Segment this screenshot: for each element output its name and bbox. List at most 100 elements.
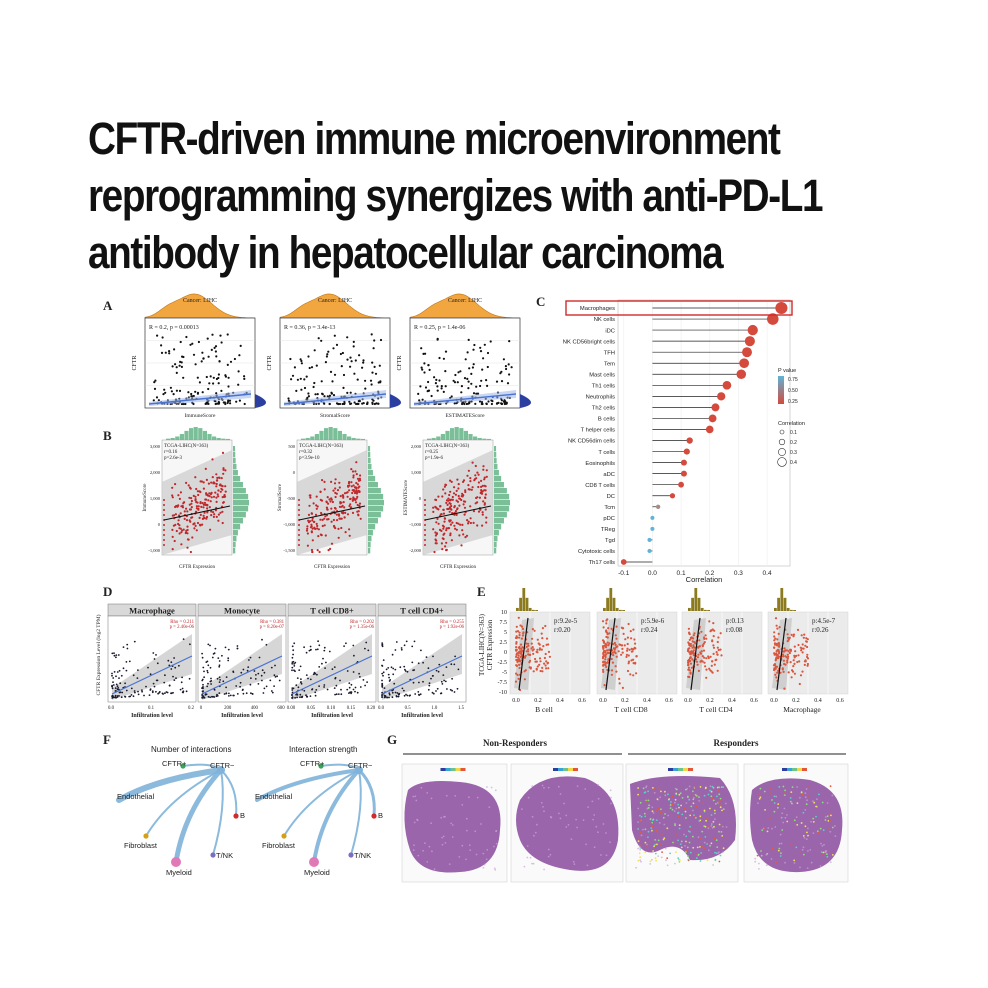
expression-spot bbox=[760, 854, 763, 857]
expression-spot bbox=[777, 803, 780, 805]
scatter-point bbox=[773, 631, 776, 634]
expression-spot bbox=[674, 823, 676, 825]
scatter-point bbox=[190, 506, 193, 509]
expression-spot bbox=[808, 794, 810, 797]
scatter-point bbox=[505, 402, 508, 405]
scatter-point bbox=[519, 655, 522, 659]
tissue-texture bbox=[819, 865, 822, 867]
scatter-point bbox=[356, 495, 359, 498]
lollipop-dot bbox=[647, 537, 652, 543]
expression-spot bbox=[661, 851, 663, 853]
scatter-point bbox=[122, 667, 125, 670]
scatter-point bbox=[215, 496, 218, 499]
facet-title: Macrophage bbox=[129, 606, 175, 616]
tissue-texture bbox=[494, 789, 497, 792]
expression-spot bbox=[692, 798, 695, 801]
rho-annotation: Rho = 0.381 bbox=[260, 620, 284, 625]
scale-swatch bbox=[802, 768, 807, 771]
scatter-point bbox=[171, 528, 174, 532]
expression-spot bbox=[704, 825, 707, 828]
scatter-point bbox=[171, 535, 174, 539]
scatter-point bbox=[774, 637, 777, 640]
scatter-point bbox=[773, 646, 776, 649]
scatter-point bbox=[692, 649, 695, 652]
scatter-point bbox=[381, 679, 383, 682]
scatter-point bbox=[518, 666, 521, 670]
cell-type-label: NK cells bbox=[594, 317, 615, 323]
scatter-point bbox=[440, 680, 443, 683]
expression-spot bbox=[766, 852, 769, 855]
scatter-point bbox=[358, 672, 360, 675]
y-tick-label: 3,000 bbox=[150, 444, 161, 450]
scatter-point bbox=[453, 486, 456, 489]
tissue-texture bbox=[609, 789, 612, 792]
scatter-point bbox=[711, 639, 714, 642]
scatter-point bbox=[796, 628, 800, 632]
tissue-texture bbox=[465, 817, 468, 820]
scatter-point bbox=[351, 511, 355, 514]
histogram-bar bbox=[233, 512, 246, 518]
expression-spot bbox=[789, 797, 792, 799]
scatter-point bbox=[424, 352, 427, 355]
scatter-point bbox=[292, 649, 295, 652]
scatter-point bbox=[201, 351, 204, 354]
scatter-point bbox=[187, 391, 190, 394]
x-tick-label: 0.0 bbox=[770, 698, 778, 704]
scatter-point bbox=[218, 665, 221, 668]
scatter-point bbox=[122, 646, 125, 648]
scatter-point bbox=[455, 499, 458, 502]
scatter-point bbox=[404, 670, 407, 672]
expression-spot bbox=[784, 792, 786, 795]
scatter-point bbox=[353, 401, 356, 404]
scatter-point bbox=[709, 669, 712, 672]
scatter-point bbox=[453, 505, 456, 508]
legend-corr-tick: 0.4 bbox=[790, 460, 797, 466]
expression-spot bbox=[824, 819, 827, 821]
scatter-point bbox=[291, 666, 294, 669]
scatter-point bbox=[469, 505, 472, 508]
scatter-point bbox=[713, 629, 716, 632]
scatter-point bbox=[274, 676, 277, 678]
node-label: B bbox=[378, 811, 383, 820]
tissue-texture bbox=[780, 842, 783, 845]
scatter-point bbox=[208, 495, 211, 498]
expression-spot bbox=[678, 861, 681, 863]
lollipop-dot bbox=[736, 369, 747, 380]
expression-spot bbox=[694, 786, 697, 789]
scatter-point bbox=[461, 402, 464, 406]
scatter-point bbox=[607, 644, 610, 647]
expression-spot bbox=[638, 852, 641, 855]
scatter-point bbox=[172, 691, 174, 694]
scatter-point bbox=[328, 650, 331, 653]
expression-spot bbox=[704, 836, 707, 838]
scatter-point bbox=[171, 365, 174, 368]
scatter-point bbox=[186, 510, 189, 513]
expression-spot bbox=[720, 799, 722, 801]
scatter-point bbox=[773, 635, 776, 638]
scatter-point bbox=[352, 474, 355, 477]
scatter-point bbox=[443, 679, 445, 682]
tissue-texture bbox=[433, 868, 436, 870]
scatter-point bbox=[515, 642, 518, 645]
scatter-point bbox=[202, 696, 204, 699]
lollipop-dot bbox=[747, 324, 758, 336]
expression-spot bbox=[684, 810, 687, 813]
scatter-point bbox=[215, 500, 218, 503]
scatter-point bbox=[188, 519, 191, 522]
histogram-bar bbox=[368, 488, 381, 494]
histogram-bar bbox=[494, 500, 510, 506]
expression-spot bbox=[698, 820, 701, 822]
scatter-point bbox=[311, 519, 314, 522]
scatter-point bbox=[229, 360, 233, 363]
x-tick-label: 0.6 bbox=[578, 698, 586, 704]
tissue-texture bbox=[494, 869, 497, 871]
scatter-point bbox=[263, 687, 266, 690]
scatter-point bbox=[445, 541, 448, 544]
histogram-bar bbox=[494, 524, 502, 530]
scatter-point bbox=[314, 691, 317, 694]
scatter-point bbox=[359, 686, 362, 688]
stat-annotation: R = 0.2, p = 0.00013 bbox=[149, 325, 199, 331]
scatter-point bbox=[337, 693, 340, 695]
lollipop-dot bbox=[650, 526, 655, 531]
